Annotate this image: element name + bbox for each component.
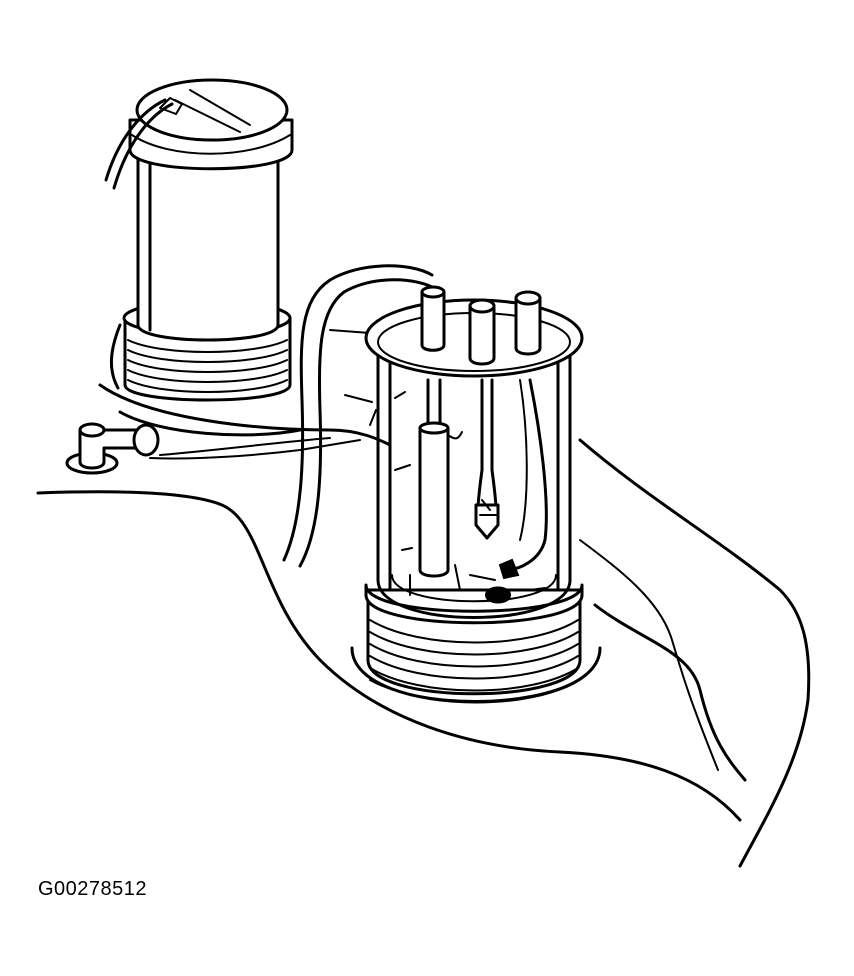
left-canister-module (104, 78, 294, 402)
connecting-hose (282, 264, 440, 568)
tank-surface (36, 323, 811, 868)
figure-id-label: G00278512 (38, 878, 148, 900)
elbow-fitting (65, 422, 160, 475)
fuel-pump-module (350, 285, 602, 704)
